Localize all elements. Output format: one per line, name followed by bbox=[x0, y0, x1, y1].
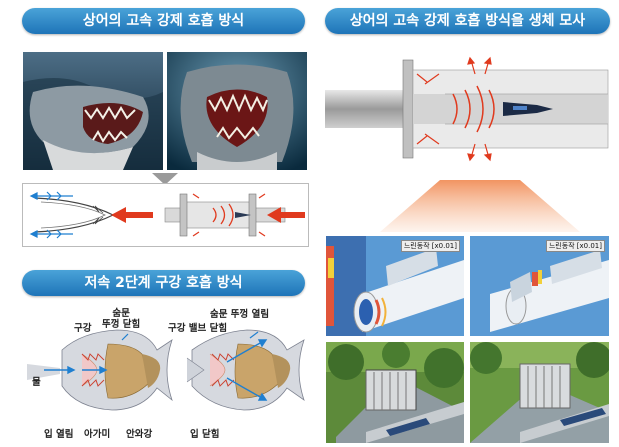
fish-respiration-diagram: 숨문 뚜껑 닫힘 구강 물 입 열림 아가미 안와강 구강 밸브 닫힘 숨문 뚜… bbox=[22, 302, 307, 443]
label-gill-cover-open: 숨문 뚜껑 열림 bbox=[210, 309, 270, 320]
render-panel-left bbox=[326, 342, 464, 443]
simulation-panel-left: 느린동작 [x0.01] bbox=[326, 236, 464, 336]
down-arrow-icon bbox=[152, 173, 178, 185]
shark-photo-left bbox=[23, 52, 163, 170]
label-mouth-closed: 입 닫힘 bbox=[190, 429, 220, 440]
simulation-panel-right: 느린동작 [x0.01] bbox=[470, 236, 609, 336]
tube-device-illustration bbox=[325, 50, 610, 180]
title-left-bottom: 저속 2단계 구강 호흡 방식 bbox=[22, 270, 305, 296]
mouth-device-diagram bbox=[22, 183, 309, 247]
sim-speed-label-right: 느린동작 [x0.01] bbox=[545, 240, 605, 252]
label-gill-cover-closed: 숨문 뚜껑 닫힘 bbox=[102, 308, 141, 330]
projection-fan bbox=[380, 180, 580, 232]
title-left-top: 상어의 고속 강제 호흡 방식 bbox=[22, 8, 305, 34]
label-mouth-open: 입 열림 bbox=[44, 429, 74, 440]
sim-speed-label-left: 느린동작 [x0.01] bbox=[400, 240, 460, 252]
label-gill: 아가미 bbox=[84, 429, 111, 440]
shark-photo-right bbox=[167, 52, 307, 170]
label-outer-chamber: 안와강 bbox=[126, 429, 153, 440]
render-panel-right bbox=[470, 342, 609, 443]
label-mouth-valve-closed: 구강 밸브 닫힘 bbox=[168, 323, 228, 334]
title-right-top: 상어의 고속 강제 호흡 방식을 생체 모사 bbox=[325, 8, 610, 34]
label-water: 물 bbox=[32, 377, 41, 388]
label-mouth-cavity: 구강 bbox=[74, 323, 92, 334]
